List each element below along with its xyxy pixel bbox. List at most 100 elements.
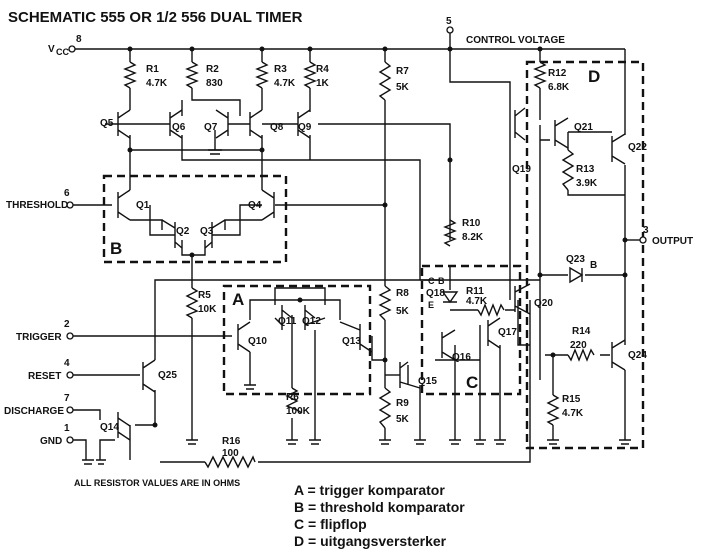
- r13-value: 3.9K: [576, 178, 598, 189]
- pin-vcc-number: 8: [76, 34, 82, 45]
- r5-name: R5: [198, 290, 211, 301]
- pin-trigger-number: 2: [64, 319, 70, 330]
- r16-value: 100: [222, 448, 239, 459]
- r7-name: R7: [396, 66, 409, 77]
- q1-label: Q1: [136, 200, 150, 211]
- block-d-letter: D: [588, 67, 600, 86]
- pin-output-label: OUTPUT: [652, 236, 693, 247]
- block-d-outline: [525, 60, 645, 450]
- q2-label: Q2: [176, 226, 190, 237]
- r9-name: R9: [396, 398, 409, 409]
- q18-collector-label: C: [428, 276, 435, 286]
- r2-value: 830: [206, 78, 223, 89]
- pin-vcc-subscript: CC: [56, 47, 69, 57]
- transistor-labels: Q5 Q6 Q7 Q8 Q9 Q1 Q2 Q3 Q4 Q10 Q11 Q12 Q…: [100, 118, 647, 433]
- pin-reset-terminal: [66, 371, 74, 379]
- q9-label: Q9: [298, 122, 312, 133]
- q25-label: Q25: [158, 370, 177, 381]
- q23-label: Q23: [566, 254, 585, 265]
- block-b-letter: B: [110, 239, 122, 258]
- pin-control-terminal: [446, 26, 454, 34]
- q24-label: Q24: [628, 350, 647, 361]
- pin-trigger-terminal: [66, 332, 74, 340]
- resistor-symbols: [123, 61, 595, 469]
- q23-suffix-label: B: [590, 260, 597, 271]
- wiring: [70, 30, 640, 465]
- q5-label: Q5: [100, 118, 114, 129]
- pin-threshold-terminal: [66, 201, 74, 209]
- q8-label: Q8: [270, 122, 284, 133]
- r2-name: R2: [206, 64, 219, 75]
- q6-label: Q6: [172, 122, 186, 133]
- r16-name: R16: [222, 436, 241, 447]
- q21-label: Q21: [574, 122, 593, 133]
- r11-name: R11: [466, 286, 484, 297]
- pin-vcc-terminal: [68, 45, 76, 53]
- r14-name: R14: [572, 326, 591, 337]
- pin-control-number: 5: [446, 16, 452, 27]
- r10-value: 8.2K: [462, 232, 484, 243]
- r12-name: R12: [548, 68, 567, 79]
- legend-item-b: B = threshold komparator: [294, 499, 465, 515]
- q11-label: Q11: [278, 316, 297, 327]
- block-a-letter: A: [232, 290, 244, 309]
- pin-terminals: [66, 26, 647, 444]
- q4-label: Q4: [248, 200, 262, 211]
- pin-discharge-terminal: [66, 406, 74, 414]
- r11-value: 4.7K: [466, 296, 488, 307]
- pin-gnd-number: 1: [64, 423, 70, 434]
- r5-value: 10K: [198, 304, 217, 315]
- legend-item-d: D = uitgangsversterker: [294, 533, 447, 549]
- pin-gnd-terminal: [66, 436, 74, 444]
- q14-label: Q14: [100, 422, 119, 433]
- pin-threshold-number: 6: [64, 188, 70, 199]
- schematic-title: SCHEMATIC 555 OR 1/2 556 DUAL TIMER: [8, 9, 303, 26]
- r1-name: R1: [146, 64, 159, 75]
- r13-name: R13: [576, 164, 595, 175]
- legend-item-a: A = trigger komparator: [294, 482, 445, 498]
- q17-label: Q17: [498, 327, 517, 338]
- q10-label: Q10: [248, 336, 267, 347]
- pin-vcc-label: V: [48, 44, 55, 55]
- r6-name: R6: [286, 392, 299, 403]
- q7-label: Q7: [204, 122, 218, 133]
- q20-label: Q20: [534, 298, 553, 309]
- q13-label: Q13: [342, 336, 361, 347]
- resistor-labels: R1 4.7K R2 830 R3 4.7K R4 1K R5 10K R6 1…: [146, 64, 598, 459]
- function-blocks: [102, 60, 645, 450]
- r12-value: 6.8K: [548, 82, 570, 93]
- q22-label: Q22: [628, 142, 647, 153]
- r15-value: 4.7K: [562, 408, 584, 419]
- pin-discharge-label: DISCHARGE: [4, 406, 64, 417]
- q16-label: Q16: [452, 352, 471, 363]
- r10-name: R10: [462, 218, 481, 229]
- pin-threshold-label: THRESHOLD: [6, 200, 68, 211]
- r3-value: 4.7K: [274, 78, 296, 89]
- resistor-units-note: ALL RESISTOR VALUES ARE IN OHMS: [74, 478, 240, 488]
- pin-reset-label: RESET: [28, 371, 61, 382]
- pin-trigger-label: TRIGGER: [16, 332, 62, 343]
- pin-output-number: 3: [643, 225, 649, 236]
- pin-output-terminal: [639, 236, 647, 244]
- r15-name: R15: [562, 394, 581, 405]
- legend-item-c: C = flipflop: [294, 516, 367, 532]
- legend: A = trigger komparator B = threshold kom…: [294, 482, 465, 549]
- pin-discharge-number: 7: [64, 393, 70, 404]
- r6-value: 100K: [286, 406, 311, 417]
- q18-emitter-label: E: [428, 300, 434, 310]
- r8-name: R8: [396, 288, 409, 299]
- q18-label: Q18: [426, 288, 445, 299]
- block-c-outline: [420, 264, 522, 396]
- q18-base-label: B: [438, 276, 445, 286]
- r4-name: R4: [316, 64, 329, 75]
- r14-value: 220: [570, 340, 587, 351]
- block-a-outline: [222, 284, 372, 396]
- r4-value: 1K: [316, 78, 330, 89]
- pin-control-label: CONTROL VOLTAGE: [466, 35, 565, 46]
- pin-gnd-label: GND: [40, 436, 62, 447]
- r8-value: 5K: [396, 306, 410, 317]
- block-b-outline: [102, 174, 288, 264]
- q3-label: Q3: [200, 226, 214, 237]
- q19-label: Q19: [512, 164, 531, 175]
